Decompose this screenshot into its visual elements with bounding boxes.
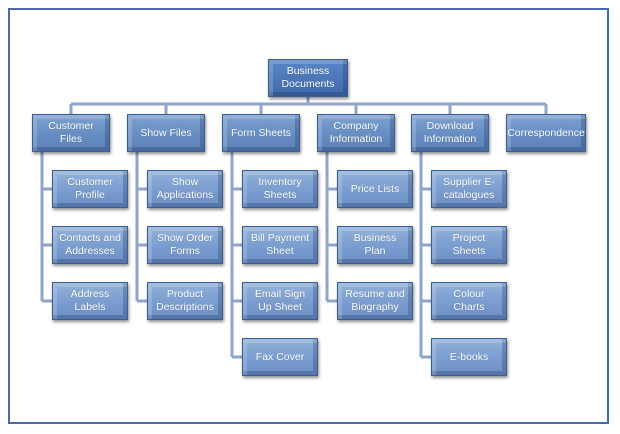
root-node: Business Documents <box>268 59 348 97</box>
category-download-information: Download Information <box>411 114 489 152</box>
category-show-files: Show Files <box>127 114 205 152</box>
child-product-descriptions: Product Descriptions <box>147 282 223 320</box>
category-correspondence: Correspondence <box>506 114 586 152</box>
child-e-books: E-books <box>431 338 507 376</box>
child-show-applications: Show Applications <box>147 170 223 208</box>
child-colour-charts: Colour Charts <box>431 282 507 320</box>
child-contacts-and-addresses: Contacts and Addresses <box>52 226 128 264</box>
child-email-sign-up-sheet: Email Sign Up Sheet <box>242 282 318 320</box>
child-project-sheets: Project Sheets <box>431 226 507 264</box>
child-customer-profile: Customer Profile <box>52 170 128 208</box>
child-inventory-sheets: Inventory Sheets <box>242 170 318 208</box>
child-fax-cover: Fax Cover <box>242 338 318 376</box>
child-price-lists: Price Lists <box>337 170 413 208</box>
child-resume-and-biography: Resume and Biography <box>337 282 413 320</box>
category-form-sheets: Form Sheets <box>222 114 300 152</box>
child-show-order-forms: Show Order Forms <box>147 226 223 264</box>
category-company-information: Company Information <box>317 114 395 152</box>
category-customer-files: Customer Files <box>32 114 110 152</box>
child-supplier-e-catalogues: Supplier E-catalogues <box>431 170 507 208</box>
child-bill-payment-sheet: Bill Payment Sheet <box>242 226 318 264</box>
child-business-plan: Business Plan <box>337 226 413 264</box>
child-address-labels: Address Labels <box>52 282 128 320</box>
